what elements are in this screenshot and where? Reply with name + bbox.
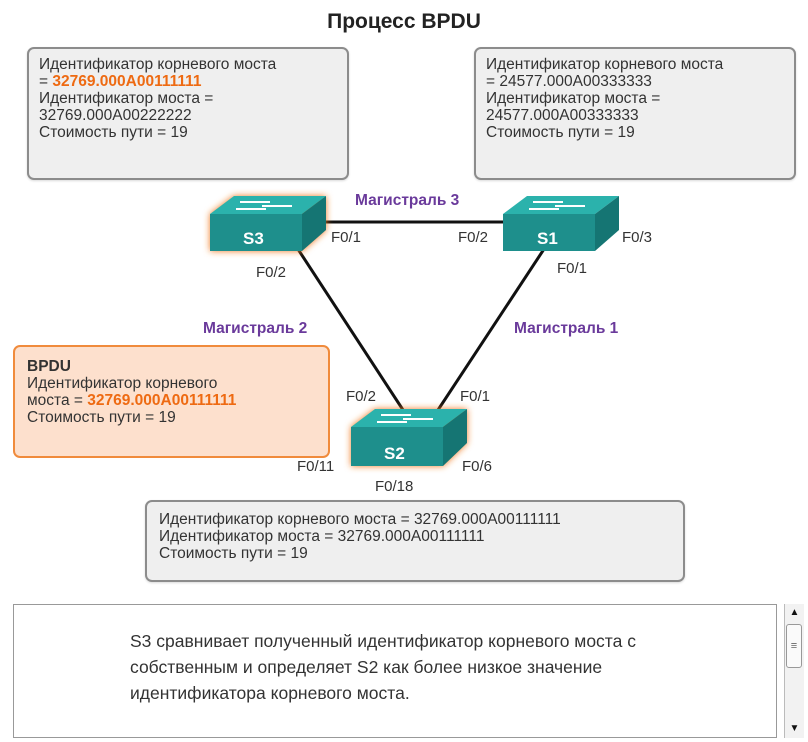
page-title: Процесс BPDU (327, 10, 481, 33)
switch-s2-icon[interactable] (351, 409, 467, 466)
caption-line-3: идентификатора корневого моста. (130, 683, 410, 703)
s3-info-box: Идентификатор корневого моста = 32769.00… (27, 47, 349, 180)
switch-s3-label: S3 (243, 229, 264, 248)
bpdu-frame-box: BPDU Идентификатор корневого моста = 327… (13, 345, 330, 458)
s3-bridge-label: Идентификатор моста = (39, 90, 214, 107)
switch-s1-icon[interactable] (503, 196, 619, 251)
switch-s3-icon[interactable] (210, 196, 326, 251)
port-s2-f02: F0/2 (346, 388, 377, 405)
port-s2-f06: F0/6 (462, 458, 493, 475)
trunk-3-label: Магистраль 3 (355, 192, 460, 209)
port-s2-f01: F0/1 (460, 388, 491, 405)
s2-bridge-id: Идентификатор моста = 32769.000A00111111 (159, 528, 485, 545)
scroll-down-icon[interactable]: ▼ (789, 723, 800, 734)
trunk-1-label: Магистраль 1 (514, 320, 619, 337)
s2-root-id: Идентификатор корневого моста = 32769.00… (159, 511, 561, 528)
s2-info-box: Идентификатор корневого моста = 32769.00… (145, 500, 685, 582)
switch-s2-label: S2 (384, 444, 405, 463)
bpdu-root-label: Идентификатор корневого (27, 375, 218, 392)
port-s3-f02: F0/2 (256, 264, 287, 281)
scroll-thumb[interactable]: ≡ (786, 624, 802, 668)
s1-bridge-value: 24577.000A00333333 (486, 107, 639, 124)
caption-panel (13, 604, 777, 738)
bpdu-root-value-line: моста = 32769.000A00111111 (27, 392, 316, 409)
s1-path-cost: Стоимость пути = 19 (486, 124, 635, 141)
port-s1-f03: F0/3 (622, 229, 653, 246)
caption-line-2: собственным и определяет S2 как более ни… (130, 657, 603, 677)
switch-s1-label: S1 (537, 229, 558, 248)
trunk-2-label: Магистраль 2 (203, 320, 308, 337)
trunk-2-link (290, 239, 407, 414)
s3-root-value-line: = 32769.000A00111111 (39, 73, 337, 90)
bpdu-root-prefix: моста = (27, 392, 88, 409)
port-s2-f011: F0/11 (297, 458, 335, 475)
caption-text: S3 сравнивает полученный идентификатор к… (130, 628, 750, 706)
s3-root-value: 32769.000A00111111 (52, 73, 202, 90)
s1-root-label: Идентификатор корневого моста (486, 56, 724, 73)
scroll-up-icon[interactable]: ▲ (789, 607, 800, 618)
s3-root-prefix: = (39, 73, 53, 90)
s1-bridge-label: Идентификатор моста = (486, 90, 661, 107)
bpdu-title: BPDU (27, 358, 71, 375)
caption-line-1: S3 сравнивает полученный идентификатор к… (130, 631, 636, 651)
bpdu-path-cost: Стоимость пути = 19 (27, 409, 176, 426)
bpdu-root-value: 32769.000A00111111 (87, 392, 237, 409)
s3-path-cost: Стоимость пути = 19 (39, 124, 188, 141)
s2-path-cost: Стоимость пути = 19 (159, 545, 308, 562)
s3-bridge-value: 32769.000A00222222 (39, 107, 192, 124)
caption-scrollbar[interactable]: ▲ ≡ ▼ (784, 604, 804, 738)
port-s3-f01: F0/1 (331, 229, 362, 246)
s1-root-value: = 24577.000A00333333 (486, 73, 652, 90)
trunk-1-link (434, 242, 550, 414)
s1-info-box: Идентификатор корневого моста = 24577.00… (474, 47, 796, 180)
s3-root-label: Идентификатор корневого моста (39, 56, 277, 73)
port-s1-f02: F0/2 (458, 229, 489, 246)
port-s1-f01: F0/1 (557, 260, 588, 277)
port-s2-f018: F0/18 (375, 478, 414, 495)
